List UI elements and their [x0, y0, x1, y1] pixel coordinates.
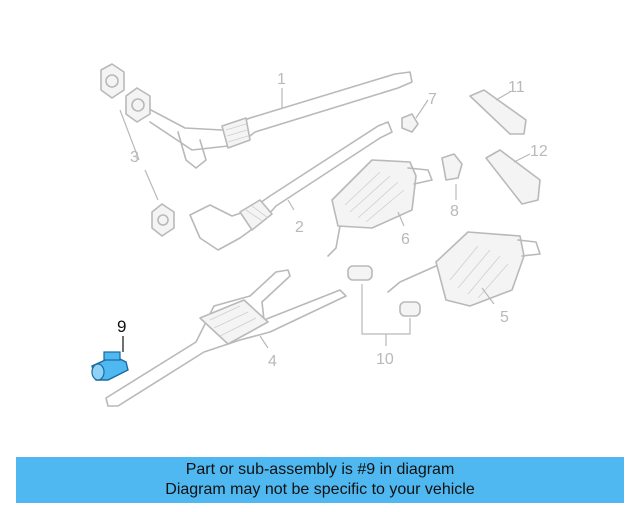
callout-3: 3: [130, 149, 139, 166]
part-10-clamps: [347, 265, 421, 335]
part-7-hanger: [401, 113, 419, 133]
info-banner: Part or sub-assembly is #9 in diagram Di…: [16, 457, 624, 503]
part-1-front-pipe: [131, 71, 413, 169]
part-4-center-pipe: [105, 269, 347, 407]
callout-6: 6: [401, 231, 410, 248]
part-5-muffler: [387, 231, 541, 307]
part-11-heat-shield: [469, 89, 527, 135]
part-12-heat-shield: [485, 149, 541, 205]
part-6-muffler: [327, 159, 433, 257]
callout-12: 12: [530, 143, 548, 160]
callout-5: 5: [500, 309, 509, 326]
part-8-hanger: [441, 153, 463, 181]
leader-lines: [119, 88, 531, 352]
exhaust-parts-diagram: 1 2 3 4 5 6 7 8 9 10 11 12: [91, 63, 548, 407]
banner-line-1: Part or sub-assembly is #9 in diagram: [185, 461, 455, 478]
part-2-front-pipe: [189, 121, 393, 251]
callout-1: 1: [277, 71, 286, 88]
callout-10: 10: [376, 351, 394, 368]
callout-4: 4: [268, 353, 277, 370]
part-3-gaskets: [100, 63, 175, 237]
callout-2: 2: [295, 219, 304, 236]
callout-7: 7: [428, 91, 437, 108]
banner-line-2: Diagram may not be specific to your vehi…: [165, 481, 475, 498]
callout-9: 9: [117, 317, 126, 336]
callout-11: 11: [508, 79, 525, 96]
callout-8: 8: [450, 203, 459, 220]
part-9-clamp: [91, 351, 129, 381]
